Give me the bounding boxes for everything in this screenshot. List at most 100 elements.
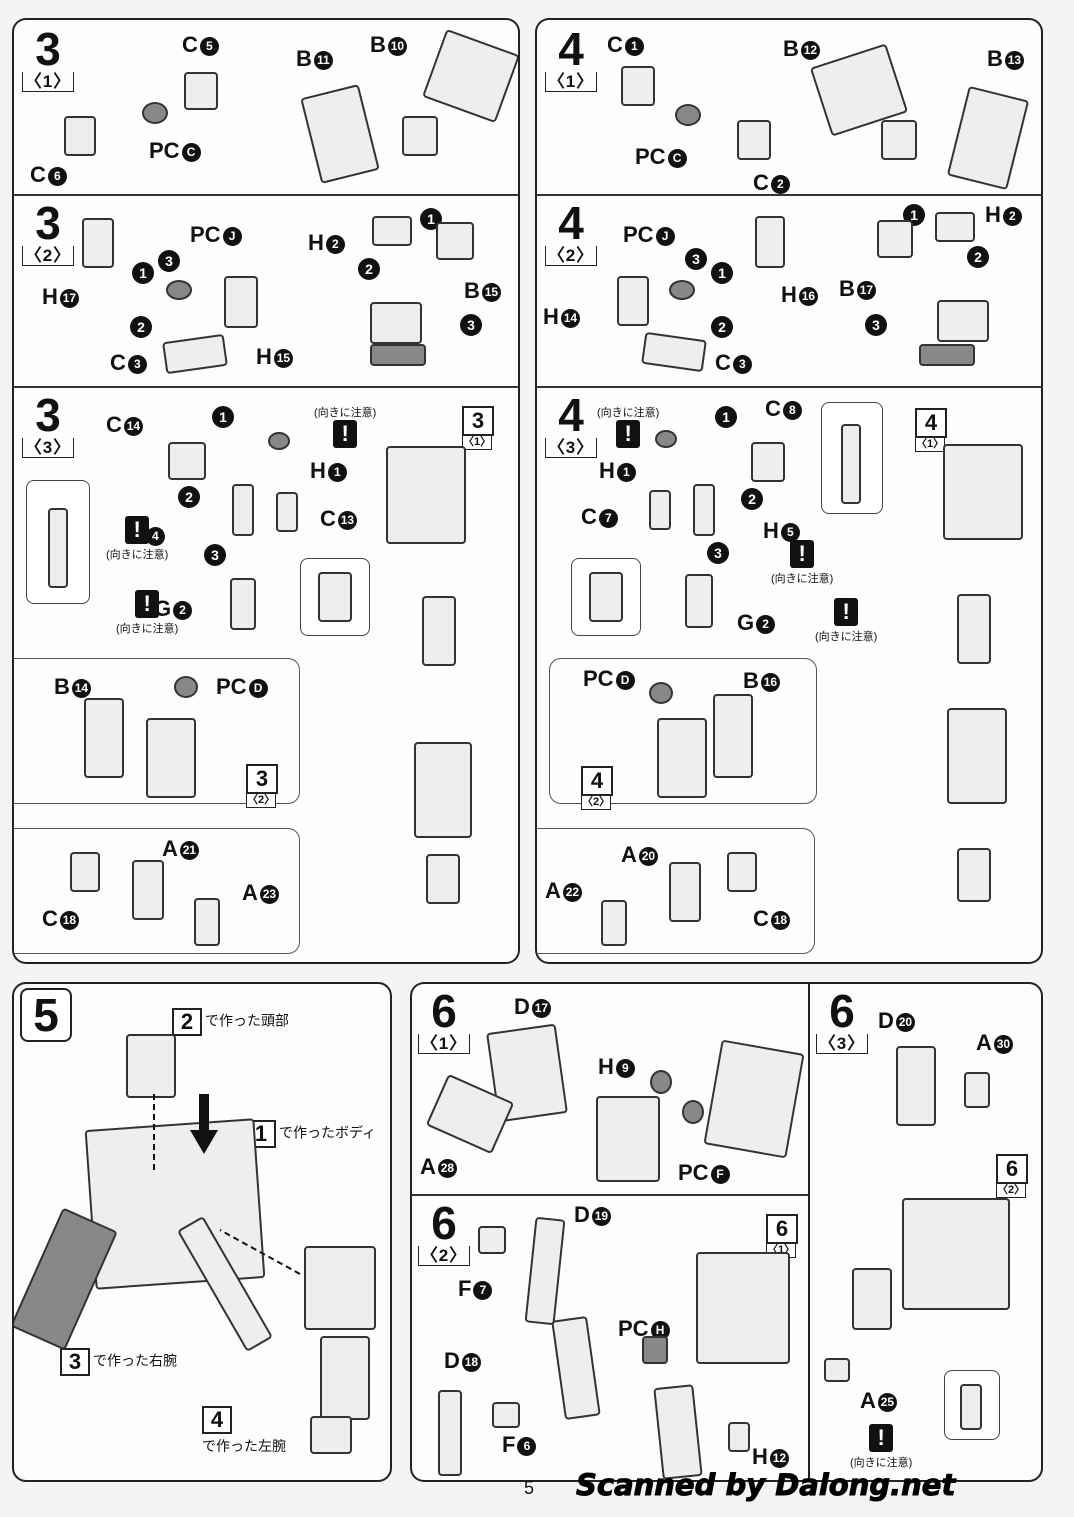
part-f6-shape [492,1402,520,1428]
part-c14-shape [168,442,206,480]
part-a22-shape [601,900,627,946]
part-b11-shape [300,84,380,184]
step-main-number: 3 [35,389,61,441]
warning-icon: ! [333,420,358,448]
forearm-half-shape [657,718,707,798]
part-c5-shape [184,72,218,110]
detail-fork-shape [318,572,352,622]
warning-orientation: !(向きに注意) [116,590,179,635]
step-main-number: 4 [558,23,584,75]
step-order-2: 2 [130,316,152,338]
step-number: 4 〈2〉 [545,200,597,266]
part-c7-shape [649,490,671,530]
part-c2-shape [737,120,771,160]
head-shape [126,1034,176,1098]
step-main-number: 6 [431,985,457,1037]
detail-part-shape [960,1384,982,1430]
forearm-shape [414,742,472,838]
polycap-c-shape [675,104,701,126]
warning-icon: ! [616,420,641,448]
detail-peg-shape [841,424,861,504]
step-main-number: 6 [431,1197,457,1249]
part-b14-shape [84,698,124,778]
warning-orientation: !(向きに注意) [771,540,834,585]
detail-fork-shape [589,572,623,622]
part-c18-shape [727,852,757,892]
part-b17-shape [877,220,913,258]
step-number: 6 〈3〉 [816,988,868,1054]
warning-orientation: (向きに注意)! [597,407,660,448]
part-a20-shape [669,862,701,922]
panel-step-3-3: 3 〈3〉 C14 H1 C13 H4 G2 (向きに注意)! !(向きに注意)… [12,386,520,964]
part-h14-shape [617,276,649,326]
step-number: 4 〈3〉 [545,392,597,458]
step-main-number: 5 [20,988,72,1042]
leg-frame-shape [696,1252,790,1364]
step-order-2: 2 [711,316,733,338]
step-number: 5 [20,988,72,1042]
step-number: 6 〈2〉 [418,1200,470,1266]
part-h16-shape [755,216,785,268]
step-sub-number: 〈1〉 [545,72,597,92]
polycap-c-shape [142,102,168,124]
left-forearm-shape [320,1336,370,1420]
part-h2-shape [372,216,412,246]
step-main-number: 6 [829,985,855,1037]
part-d19-shape [524,1216,566,1326]
part-c-joint-shape [881,120,917,160]
warning-icon: ! [790,540,815,568]
polycap-f-shape [650,1070,672,1094]
part-h15-shape [224,276,258,328]
page-number: 5 [524,1478,535,1498]
subpanel-forearm [14,658,300,804]
step-order-1: 1 [715,406,737,428]
step-number: 6 〈1〉 [418,988,470,1054]
elbow-joint-shape [957,594,991,664]
assembled-upper-arm-shape [386,446,466,544]
hand-shape [426,854,460,904]
part-d18-shape [438,1390,462,1476]
part-a25-shape [824,1358,850,1382]
part-d20-shape [896,1046,936,1126]
part-c3-shape [641,331,707,373]
warning-icon: ! [834,598,859,626]
forearm-shape [947,708,1007,804]
part-h9-shape [596,1096,660,1182]
step-order-1: 1 [212,406,234,428]
elbow-joint-shape [422,596,456,666]
part-b13-shape [946,85,1030,191]
polycap-j-shape [669,280,695,300]
part-c13-shape [276,492,298,532]
step-main-number: 3 [35,23,61,75]
